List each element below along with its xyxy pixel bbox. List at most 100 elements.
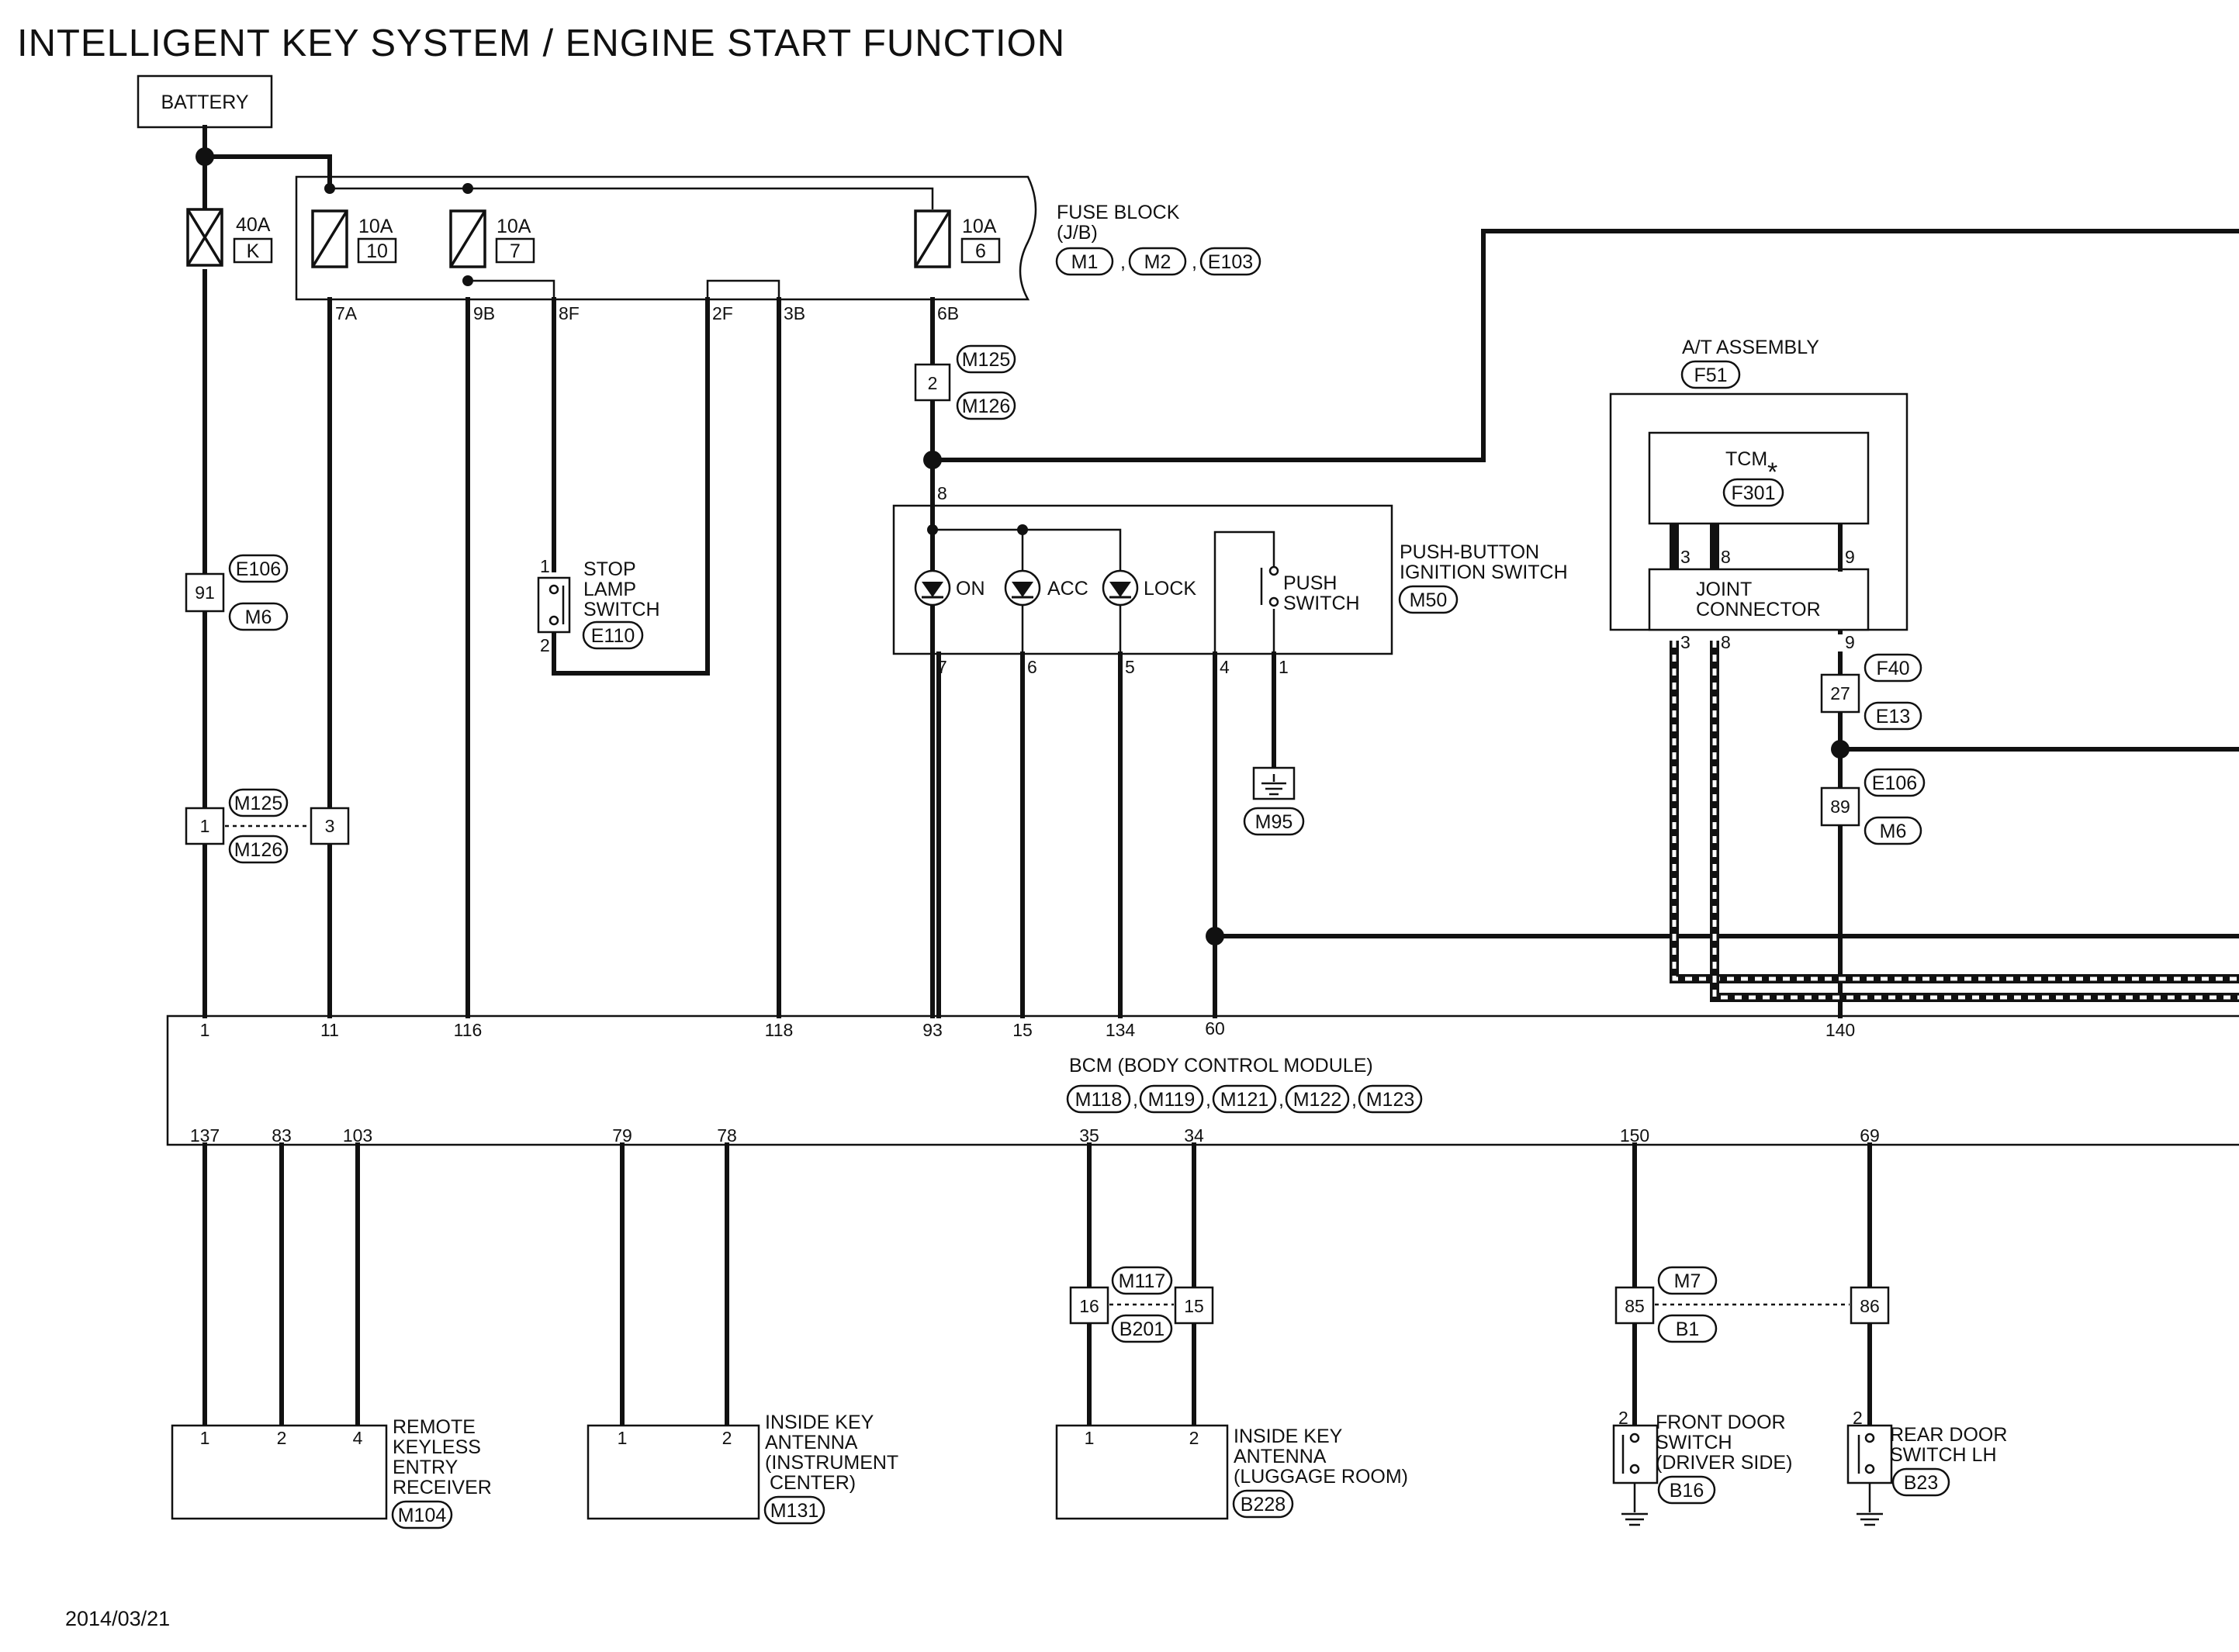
- svg-text:2: 2: [1189, 1428, 1199, 1448]
- svg-text:27: 27: [1830, 683, 1850, 703]
- svg-text:86: 86: [1860, 1296, 1880, 1316]
- push-button-ignition-switch: 8 ON ACC LOCK PUSH SWITCH 7: [892, 483, 1568, 677]
- svg-text:9: 9: [1845, 632, 1855, 652]
- svg-text:CENTER): CENTER): [770, 1472, 856, 1494]
- inside-key-antenna-instrument: 1 2 INSIDE KEY ANTENNA (INSTRUMENT CENTE…: [587, 1412, 898, 1525]
- battery: BATTERY: [137, 74, 273, 129]
- wires: [202, 125, 2239, 1428]
- svg-text:116: 116: [454, 1020, 483, 1040]
- stop-lamp-switch: 1 2 STOP LAMP SWITCH E110: [537, 556, 660, 655]
- fuse-10a-7: [449, 209, 486, 268]
- svg-text:TCM: TCM: [1725, 448, 1767, 470]
- svg-text:1: 1: [200, 816, 210, 836]
- svg-text:ENTRY: ENTRY: [393, 1457, 459, 1478]
- svg-text:34: 34: [1184, 1125, 1204, 1146]
- date-label: 2014/03/21: [65, 1607, 170, 1630]
- fuse-10a-6: [914, 209, 951, 268]
- svg-text:M6: M6: [245, 607, 272, 628]
- svg-text:M95: M95: [1255, 811, 1293, 833]
- svg-text:2F: 2F: [712, 303, 733, 323]
- svg-text:LOCK: LOCK: [1144, 578, 1196, 600]
- svg-text:2: 2: [540, 635, 550, 655]
- svg-text:85: 85: [1625, 1296, 1645, 1316]
- svg-text:40A: 40A: [236, 214, 271, 236]
- svg-text:10A: 10A: [358, 216, 393, 237]
- svg-text:ACC: ACC: [1047, 578, 1088, 600]
- connector-e106-left: 91 E106 M6: [185, 554, 289, 631]
- svg-text:4: 4: [353, 1428, 363, 1448]
- svg-text:1: 1: [1085, 1428, 1095, 1448]
- svg-text:E106: E106: [236, 558, 281, 580]
- svg-text:(J/B): (J/B): [1057, 222, 1098, 244]
- svg-text:7: 7: [510, 240, 521, 262]
- fuse-10a-10: [311, 209, 348, 268]
- svg-text:15: 15: [1012, 1020, 1033, 1040]
- svg-text:STOP: STOP: [583, 558, 636, 580]
- svg-text:M123: M123: [1366, 1089, 1415, 1111]
- svg-text:LAMP: LAMP: [583, 579, 636, 600]
- shielded-lines: [1670, 524, 2239, 1002]
- svg-text:M119: M119: [1148, 1089, 1196, 1111]
- svg-text:7A: 7A: [335, 303, 358, 323]
- svg-text:E103: E103: [1208, 251, 1253, 273]
- bcm: 1 11 116 118 93 15 134 60 140 BCM (BODY …: [166, 1014, 2239, 1146]
- svg-text:M50: M50: [1410, 589, 1448, 611]
- connector-m7: 85 86 M7 B1: [1614, 1266, 1890, 1343]
- led-acc-icon: [1004, 569, 1041, 607]
- svg-text:2: 2: [928, 373, 938, 393]
- led-lock-icon: [1102, 569, 1139, 607]
- fuse-40a: 40A K: [186, 208, 273, 267]
- svg-text:11: 11: [320, 1020, 339, 1040]
- svg-text:M2: M2: [1144, 251, 1171, 273]
- svg-text:89: 89: [1830, 797, 1850, 817]
- rear-door-switch-lh: 2 REAR DOOR SWITCH LH B23: [1846, 1408, 2007, 1526]
- svg-text:PUSH: PUSH: [1283, 572, 1337, 594]
- svg-text:IGNITION SWITCH: IGNITION SWITCH: [1400, 562, 1568, 583]
- svg-text:1: 1: [1279, 657, 1289, 677]
- connector-f40: 27 F40 E13: [1820, 653, 1922, 731]
- svg-text:93: 93: [922, 1020, 943, 1040]
- svg-text:E106: E106: [1872, 772, 1917, 794]
- fuse-block: 10A 10 10A 7 10A 6 7A 9B 8F 2F 3B 6B FUS…: [295, 175, 1261, 323]
- svg-text:1: 1: [200, 1020, 210, 1040]
- svg-text:M1: M1: [1071, 251, 1099, 273]
- remote-keyless-entry-receiver: 1 2 4 REMOTE KEYLESS ENTRY RECEIVER M104: [171, 1416, 492, 1529]
- svg-text:M126: M126: [962, 396, 1011, 417]
- svg-text:35: 35: [1079, 1125, 1099, 1146]
- svg-text:B201: B201: [1120, 1318, 1164, 1340]
- svg-text:15: 15: [1184, 1296, 1204, 1316]
- svg-text:INSIDE KEY: INSIDE KEY: [765, 1412, 874, 1433]
- svg-text:M117: M117: [1119, 1270, 1166, 1292]
- svg-text:M122: M122: [1293, 1089, 1342, 1111]
- connector-e106-right: 89 E106 M6: [1820, 768, 1926, 845]
- inside-key-antenna-luggage: 1 2 INSIDE KEY ANTENNA (LUGGAGE ROOM) B2…: [1055, 1424, 1408, 1520]
- svg-text:1: 1: [618, 1428, 628, 1448]
- svg-text:2: 2: [1853, 1408, 1863, 1428]
- svg-text:F301: F301: [1732, 482, 1776, 504]
- svg-text:,: ,: [1192, 251, 1197, 273]
- svg-text:PUSH-BUTTON: PUSH-BUTTON: [1400, 541, 1539, 563]
- svg-text:9: 9: [1845, 547, 1855, 567]
- svg-text:REAR DOOR: REAR DOOR: [1890, 1424, 2007, 1446]
- svg-text:B23: B23: [1904, 1472, 1938, 1494]
- svg-text:M7: M7: [1674, 1270, 1701, 1292]
- svg-text:REMOTE: REMOTE: [393, 1416, 476, 1438]
- svg-text:M6: M6: [1880, 821, 1907, 842]
- svg-text:B16: B16: [1670, 1480, 1704, 1502]
- svg-text:M125: M125: [234, 793, 283, 814]
- svg-text:ON: ON: [956, 578, 985, 600]
- svg-text:(LUGGAGE ROOM): (LUGGAGE ROOM): [1234, 1466, 1408, 1488]
- svg-text:A/T ASSEMBLY: A/T ASSEMBLY: [1682, 337, 1819, 358]
- svg-text:8: 8: [1721, 547, 1731, 567]
- svg-text:6: 6: [975, 240, 986, 262]
- svg-text:8F: 8F: [559, 303, 580, 323]
- svg-text:INSIDE KEY: INSIDE KEY: [1234, 1426, 1343, 1447]
- svg-text:10: 10: [366, 240, 388, 262]
- svg-text:8: 8: [1721, 632, 1731, 652]
- svg-text:10A: 10A: [497, 216, 531, 237]
- svg-text:3: 3: [1680, 547, 1690, 567]
- svg-text:FUSE BLOCK: FUSE BLOCK: [1057, 202, 1180, 223]
- svg-text:3: 3: [1680, 632, 1690, 652]
- svg-text:,: ,: [1206, 1089, 1211, 1111]
